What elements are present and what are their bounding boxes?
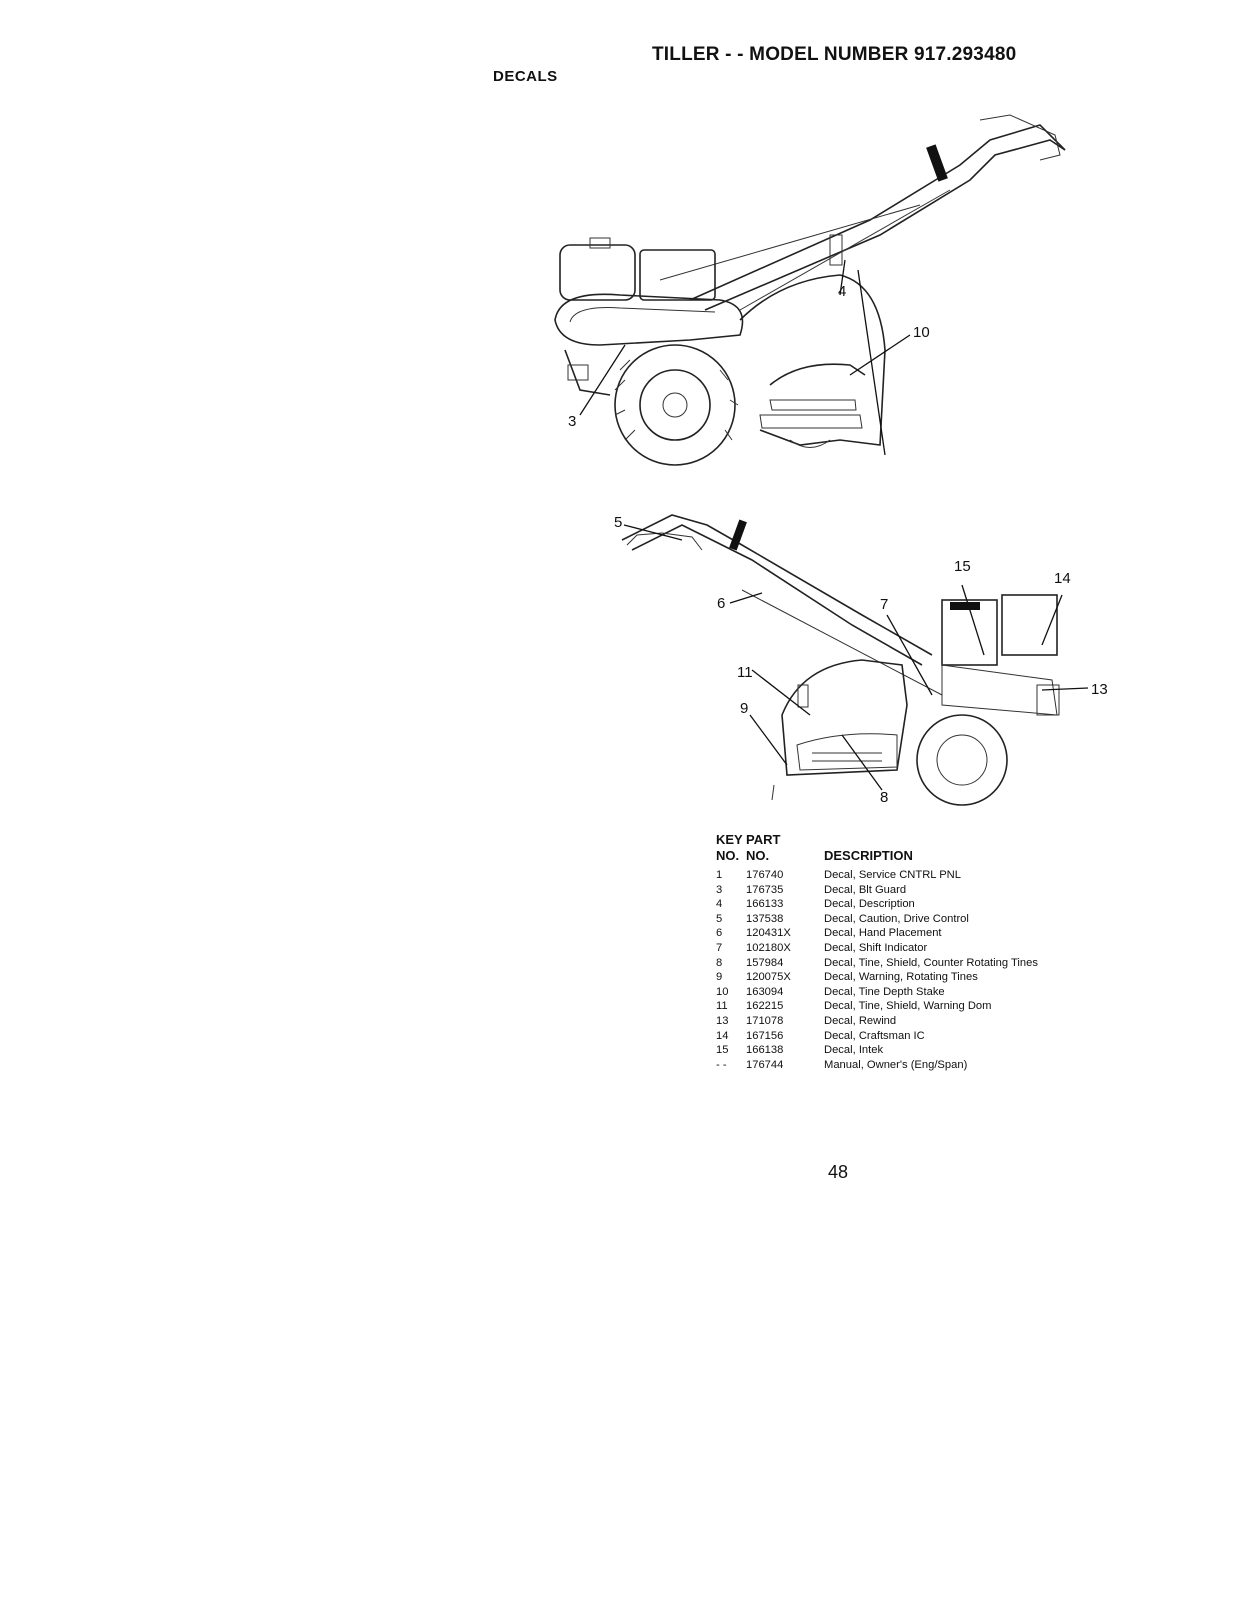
callout-5: 5 [614,514,622,531]
callout-14: 14 [1054,570,1071,587]
callout-3: 3 [568,413,576,430]
tiller-illustration-top: 3 4 10 [554,114,1066,466]
page-title: TILLER - - MODEL NUMBER 917.293480 [652,44,1017,65]
wheel [614,344,736,466]
drive-control-lever [926,144,948,182]
section-heading: DECALS [493,68,558,85]
drive-control-lever [729,519,747,551]
engine-housing [639,249,716,301]
callout-9: 9 [740,700,748,717]
tiller-illustration-bottom: 5 6 7 8 9 11 13 14 15 [614,514,1108,806]
belt-guard [554,293,744,346]
tine-shield [781,659,908,776]
callout-6: 6 [717,595,725,612]
callout-15: 15 [954,558,971,575]
engine-fuel-tank [559,244,636,301]
tine-shield [739,274,886,446]
page-number: 48 [828,1162,849,1182]
table-header-row: KEY NO. PART NO. DESCRIPTION [716,832,1038,868]
engine-block [941,599,998,666]
callout-7: 7 [880,596,888,613]
key-no-header: KEY NO. [716,832,743,863]
part-no-header: PART NO. [746,832,781,863]
callout-13: 13 [1091,681,1108,698]
callout-8: 8 [880,789,888,806]
callout-4: 4 [838,283,846,300]
callout-10: 10 [913,324,930,341]
wheel [916,714,1008,806]
description-header: DESCRIPTION [824,848,913,863]
callout-11: 11 [737,664,753,681]
